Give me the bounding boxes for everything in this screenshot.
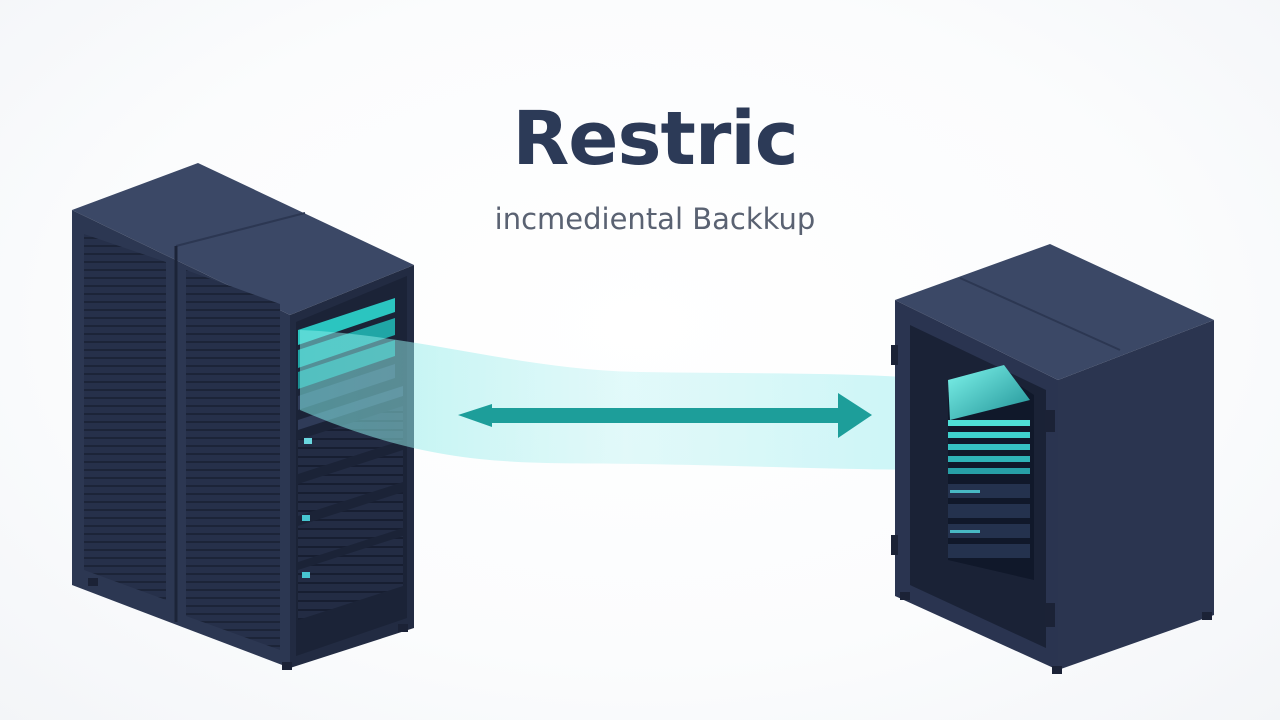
backup-cabinet-icon: [891, 244, 1214, 674]
double-arrow-icon: [458, 393, 872, 438]
data-flow-beam: [300, 330, 950, 470]
diagram-title: Restric: [512, 96, 798, 182]
diagram-subtitle: incmediental Backkup: [494, 202, 816, 236]
